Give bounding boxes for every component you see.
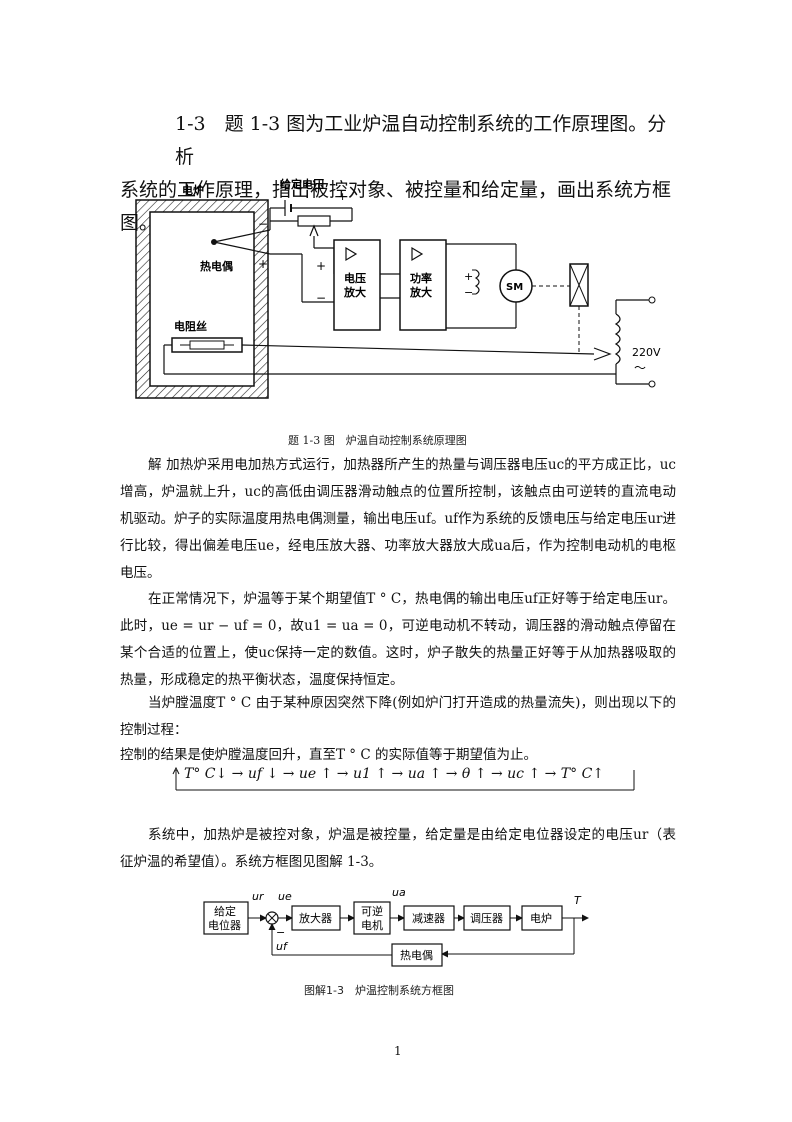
svg-text:uf: uf [276,940,289,953]
block-regulator [463,905,511,931]
figure2-caption: 图解1-3 炉温控制系统方框图 [304,984,454,997]
block-amplifier-label: 放大器 [299,911,332,925]
svg-text:−: − [258,217,268,231]
power-amplifier-block [399,239,447,331]
block-diagram: 给定 电位器 ur − ue 放大器 可逆 电机 ua 减速器 调压器 电炉 T… [203,888,589,967]
svg-text:电机: 电机 [361,918,383,932]
svg-text:−: − [464,286,473,299]
block-reversible-motor [353,901,391,935]
field-winding [474,269,480,295]
svg-text:ua: ua [392,888,406,899]
svg-text:放大: 放大 [343,285,366,299]
svg-text:+: + [338,190,347,203]
svg-text:ue: ue [278,890,292,903]
svg-text:减速器: 减速器 [412,912,445,925]
autotransformer [614,313,621,365]
furnace-chamber [149,211,255,387]
solution-paragraph-3: 当炉膛温度T ° C 由于某种原因突然下降(例如炉门打开造成的热量流失)，则出现… [120,695,676,738]
solution-paragraph-4: 控制的结果是使炉膛温度回升，直至T ° C 的实际值等于期望值为止。 [120,747,537,763]
svg-text:～: ～ [634,361,646,375]
heater-label: 电阻丝 [174,319,207,333]
svg-text:功率: 功率 [410,271,432,285]
solution-paragraph-1: 解 加热炉采用电加热方式运行，加热器所产生的热量与调压器电压uc的平方成正比，u… [120,457,676,581]
figure1-caption: 题 1-3 图 炉温自动控制系统原理图 [288,434,467,447]
heading-line-1: 1-3 题 1-3 图为工业炉温自动控制系统的工作原理图。分析 [175,113,667,168]
svg-text:+: + [464,270,473,283]
svg-text:+: + [316,259,326,273]
setpoint-label: 给定电压 [280,178,324,191]
svg-text:热电偶: 热电偶 [400,949,433,962]
block-setpoint-pot [203,901,249,935]
output-T: T [574,894,582,907]
svg-text:电压: 电压 [344,271,366,285]
svg-text:可逆: 可逆 [361,904,383,918]
block-setpoint-pot-label-1: 给定 [214,904,236,918]
page-number: 1 [394,1044,402,1058]
schematic-diagram: 电炉 热电偶 − + 给定电压 − + + − 电压 放大 功率 放大 + − … [135,178,661,399]
svg-text:−: − [316,291,326,305]
furnace-label: 电炉 [182,183,204,197]
block-setpoint-pot-label-2: 电位器 [208,918,241,932]
svg-text:电炉: 电炉 [530,912,552,925]
svg-text:SM: SM [506,282,523,293]
svg-text:−: − [280,190,289,203]
supply-voltage: 220V [632,346,661,359]
voltage-amplifier-block [333,239,381,331]
svg-text:−: − [276,926,285,939]
control-chain-text: T° C↓ → uf ↓ → ue ↑ → u1 ↑ → ua ↑ → θ ↑ … [184,766,605,782]
control-chain: T° C↓ → uf ↓ → ue ↑ → u1 ↑ → ua ↑ → θ ↑ … [172,766,638,792]
svg-text:ur: ur [252,890,265,903]
svg-text:+: + [258,257,268,271]
svg-text:放大: 放大 [409,285,432,299]
solution-paragraph-5: 系统中，加热炉是被控对象，炉温是被控量，给定量是由给定电位器设定的电压ur（表征… [120,827,676,870]
thermocouple-label: 热电偶 [200,259,233,273]
solution-paragraph-2: 在正常情况下，炉温等于某个期望值T ° C，热电偶的输出电压uf正好等于给定电压… [120,591,676,688]
svg-text:调压器: 调压器 [470,912,503,925]
